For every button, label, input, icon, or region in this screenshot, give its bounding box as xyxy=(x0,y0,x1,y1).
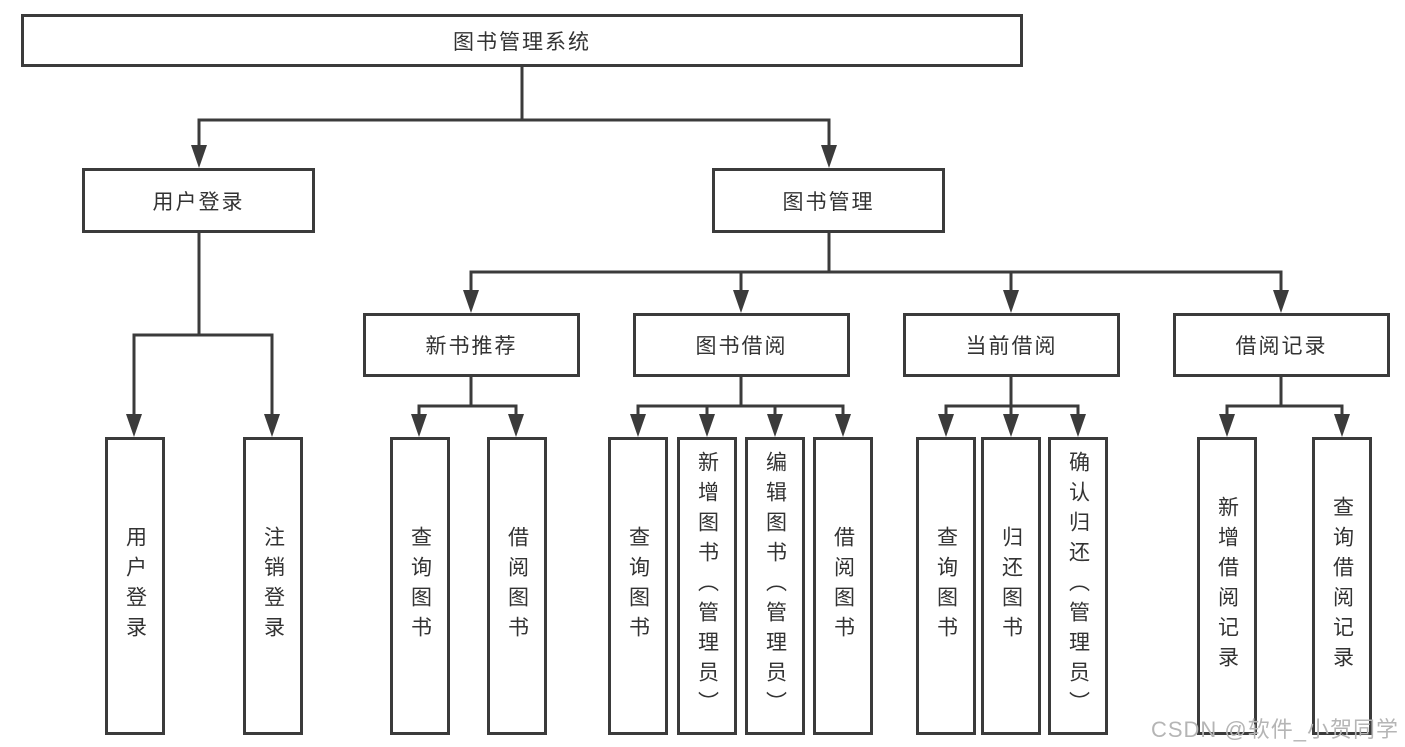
node-new-book-recommend: 新书推荐 xyxy=(363,313,580,377)
leaf-user-login-label: 用户登录 xyxy=(123,526,147,646)
csdn-watermark: CSDN @软件_小贺同学 xyxy=(1150,717,1399,742)
leaf-edit-books-admin-label: 编辑图书（管理员） xyxy=(763,451,787,721)
leaf-add-books-admin-label: 新增图书（管理员） xyxy=(695,451,719,721)
node-root-label: 图书管理系统 xyxy=(453,30,591,54)
leaf-newrec-borrow-books: 借阅图书 xyxy=(487,437,547,735)
leaf-borrow-books: 借阅图书 xyxy=(813,437,873,735)
node-book-management: 图书管理 xyxy=(712,168,945,233)
leaf-current-query-books-label: 查询图书 xyxy=(934,526,958,646)
node-book-borrow: 图书借阅 xyxy=(633,313,850,377)
leaf-borrow-query-books: 查询图书 xyxy=(608,437,668,735)
connector-login-to-leaves xyxy=(126,232,280,437)
leaf-newrec-borrow-books-label: 借阅图书 xyxy=(505,526,529,646)
leaf-edit-books-admin: 编辑图书（管理员） xyxy=(745,437,805,735)
leaf-borrow-query-books-label: 查询图书 xyxy=(626,526,650,646)
node-user-login: 用户登录 xyxy=(82,168,315,233)
node-borrow-records: 借阅记录 xyxy=(1173,313,1390,377)
node-user-login-label: 用户登录 xyxy=(152,190,245,214)
node-current-borrow-label: 当前借阅 xyxy=(965,335,1058,358)
connector-current-to-leaves xyxy=(938,377,1086,437)
node-new-book-recommend-label: 新书推荐 xyxy=(425,335,518,358)
leaf-return-books: 归还图书 xyxy=(981,437,1041,735)
leaf-query-borrow-record: 查询借阅记录 xyxy=(1312,437,1372,735)
node-current-borrow: 当前借阅 xyxy=(903,313,1120,377)
leaf-user-login: 用户登录 xyxy=(105,437,165,735)
connector-borrow-to-leaves xyxy=(630,377,851,437)
leaf-logout-label: 注销登录 xyxy=(261,526,285,646)
leaf-newrec-query-books: 查询图书 xyxy=(390,437,450,735)
node-root: 图书管理系统 xyxy=(21,14,1023,67)
leaf-confirm-return-admin-label: 确认归还（管理员） xyxy=(1066,451,1090,721)
leaf-current-query-books: 查询图书 xyxy=(916,437,976,735)
leaf-logout: 注销登录 xyxy=(243,437,303,735)
leaf-query-borrow-record-label: 查询借阅记录 xyxy=(1330,496,1354,676)
leaf-return-books-label: 归还图书 xyxy=(999,526,1023,646)
node-book-management-label: 图书管理 xyxy=(782,190,875,214)
node-book-borrow-label: 图书借阅 xyxy=(695,335,788,358)
node-borrow-records-label: 借阅记录 xyxy=(1235,335,1328,358)
leaf-newrec-query-books-label: 查询图书 xyxy=(408,526,432,646)
leaf-add-borrow-record-label: 新增借阅记录 xyxy=(1215,496,1239,676)
connector-records-to-leaves xyxy=(1219,377,1350,437)
leaf-add-borrow-record: 新增借阅记录 xyxy=(1197,437,1257,735)
connector-bookmg-to-level3 xyxy=(463,232,1289,313)
leaf-borrow-books-label: 借阅图书 xyxy=(831,526,855,646)
leaf-add-books-admin: 新增图书（管理员） xyxy=(677,437,737,735)
connector-newrec-to-leaves xyxy=(411,377,524,437)
leaf-confirm-return-admin: 确认归还（管理员） xyxy=(1048,437,1108,735)
connector-root-to-level2 xyxy=(191,66,837,168)
